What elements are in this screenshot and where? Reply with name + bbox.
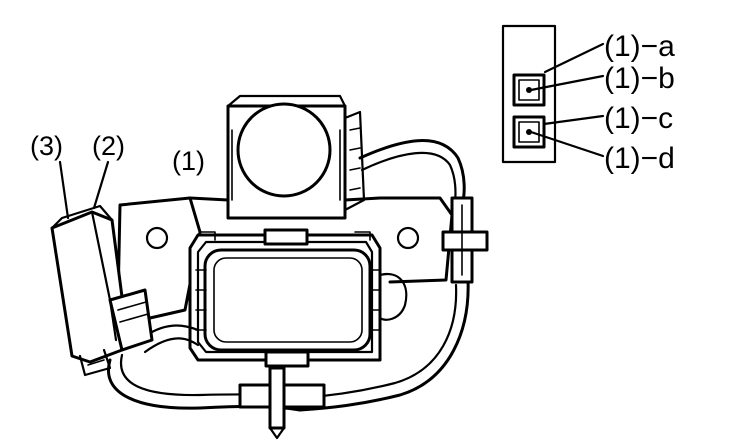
- leader-part-3: [58, 160, 70, 220]
- harness-clip-right: [441, 196, 489, 284]
- wire-lower-branch: [143, 337, 200, 354]
- leader-d: [529, 130, 605, 158]
- bracket-left-hole: [145, 226, 169, 250]
- label-terminal-c: (1)−c: [604, 102, 673, 135]
- bracket-top-edge: [188, 196, 382, 202]
- connector-top: [50, 204, 114, 230]
- connector-housing: [50, 210, 127, 364]
- relay-block-edges: [231, 129, 341, 201]
- wire-upper-outer: [358, 139, 466, 207]
- relay-top-block: [226, 94, 366, 220]
- relay-block-side: [343, 110, 366, 212]
- terminal-inset: [501, 24, 605, 164]
- terminal-d-dot: [526, 129, 532, 135]
- relay-frame: [188, 228, 408, 368]
- wire-right-down: [298, 278, 470, 412]
- label-part-1: (1): [172, 146, 205, 176]
- connector-left: [50, 204, 154, 377]
- frame-top-corners: [199, 231, 371, 241]
- label-part-3: (3): [30, 131, 63, 161]
- bracket-right-ear: [378, 196, 454, 284]
- label-terminal-a: (1)−a: [604, 30, 675, 63]
- frame-bottom-latch: [264, 350, 310, 368]
- relay-round-cap: [236, 102, 332, 198]
- wire-harness: [298, 139, 470, 412]
- frame-left-ribs: [195, 269, 207, 331]
- relay-body-face: [213, 257, 363, 343]
- terminal-b-box: [512, 73, 546, 107]
- leader-c: [542, 114, 605, 126]
- terminal-d-inner: [518, 121, 540, 143]
- frame-top-latch: [263, 228, 309, 246]
- label-terminal-d: (1)−d: [604, 142, 675, 175]
- relay-body: [203, 248, 372, 352]
- leader-part-2: [92, 160, 110, 210]
- frame-side-loop: [378, 272, 408, 321]
- relay-block-ribs: [349, 127, 361, 191]
- connector-lock-lines: [117, 301, 149, 323]
- tie-stem: [268, 366, 286, 430]
- bracket-right-hole: [396, 226, 420, 250]
- terminal-b-inner: [518, 79, 540, 101]
- label-terminal-b: (1)−b: [604, 62, 675, 95]
- tie-tip: [268, 426, 286, 440]
- terminal-d-box: [512, 115, 546, 149]
- connector-boot-line: [87, 359, 105, 366]
- label-part-2: (2): [92, 131, 125, 161]
- leader-a: [543, 42, 605, 74]
- connector-boot: [78, 348, 112, 377]
- wire-upper-inner: [360, 151, 457, 207]
- terminal-b-dot: [526, 87, 532, 93]
- bottom-cable-tie: [238, 366, 326, 440]
- connector-lock-tab: [108, 288, 154, 352]
- wire-right-down-inner: [298, 283, 458, 400]
- leader-b: [529, 74, 605, 92]
- frame-right-ribs: [369, 269, 381, 331]
- inset-frame: [501, 24, 557, 164]
- clip-right-band: [441, 230, 489, 252]
- relay-block-top: [226, 94, 347, 108]
